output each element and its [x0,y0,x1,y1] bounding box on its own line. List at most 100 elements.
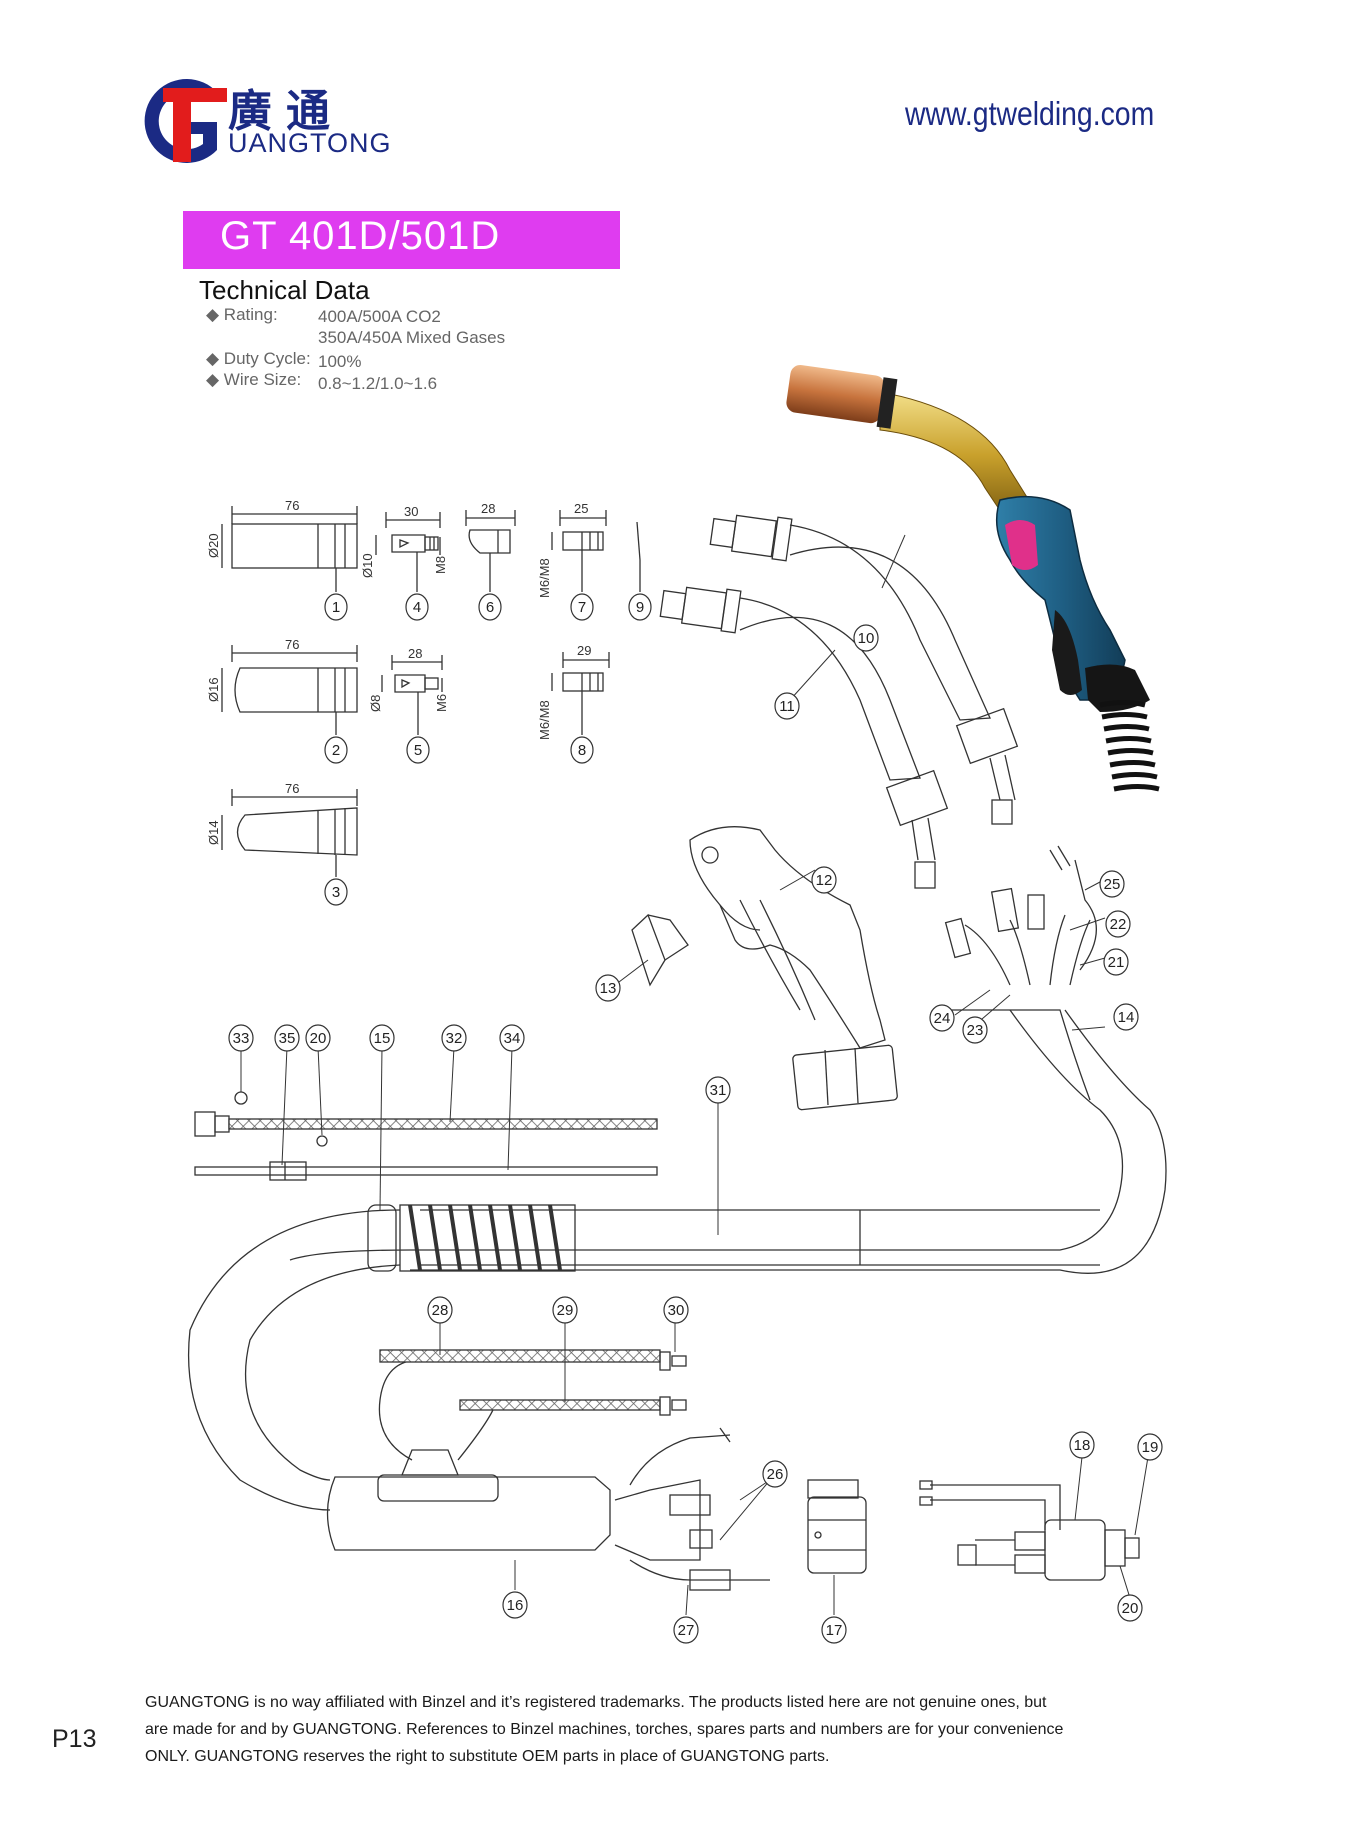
svg-text:27: 27 [678,1622,695,1639]
svg-text:4: 4 [413,599,421,616]
torch-photo [786,364,1160,792]
dim-part5-diameter: Ø8 [368,695,383,712]
rating-value-mixed: 350A/450A Mixed Gases [318,328,506,347]
main-hose-drawing [187,1009,1167,1511]
rating-label: ◆ Rating: [206,305,278,324]
callout-14: 14 [1113,1003,1139,1031]
callout-35: 35 [274,1024,300,1052]
callout-11: 11 [774,692,800,720]
disclaimer: GUANGTONG is no way affiliated with Binz… [145,1689,1235,1770]
o-ring-20-drawing [316,1135,328,1147]
product-title: GT 401D/501D [220,214,501,258]
disclaimer-line-3: ONLY. GUANGTONG reserves the right to su… [145,1748,830,1765]
callout-17: 17 [821,1616,847,1644]
part-1-nozzle-drawing [221,506,358,592]
central-connector-16-drawing [326,1349,770,1591]
page-number: P13 [52,1725,97,1753]
dim-part4-length: 30 [404,504,418,519]
svg-text:33: 33 [233,1030,250,1047]
callout-7: 7 [570,593,594,621]
callout-1: 1 [324,593,348,621]
svg-text:13: 13 [600,980,617,997]
dim-part3-length: 76 [285,781,299,796]
liner-34-drawing [194,1161,658,1181]
callout-29: 29 [552,1296,578,1324]
technical-data-heading: Technical Data [199,275,370,305]
o-ring-33-drawing [234,1091,248,1105]
wire-size-label: ◆ Wire Size: [206,370,302,389]
callout-6: 6 [478,593,502,621]
svg-text:7: 7 [578,599,586,616]
callout-21: 21 [1103,948,1129,976]
svg-text:34: 34 [504,1030,521,1047]
callout-22: 22 [1105,910,1131,938]
part-8-tip-drawing [551,652,610,735]
duty-cycle-value: 100% [318,352,362,371]
guangtong-logo [144,79,227,163]
dim-part8-thread: M6/M8 [537,700,552,740]
callout-23: 23 [962,1016,988,1044]
dim-part3-diameter: Ø14 [206,820,221,845]
dim-part4-diameter: Ø10 [360,553,375,578]
callout-3: 3 [324,878,348,906]
callout-12: 12 [811,866,837,894]
svg-text:12: 12 [816,872,833,889]
callout-15: 15 [369,1024,395,1052]
callout-20b: 20 [1117,1594,1143,1622]
dim-part7-length: 25 [574,501,588,516]
callout-33: 33 [228,1024,254,1052]
logo-english-name: UANGTONG [228,128,392,158]
callout-10: 10 [853,624,879,652]
callout-28: 28 [427,1296,453,1324]
rating-value-co2: 400A/500A CO2 [318,307,441,326]
svg-text:5: 5 [414,742,422,759]
svg-text:20: 20 [310,1030,327,1047]
callout-31: 31 [705,1076,731,1104]
cable-head-14-drawing [940,845,1097,1101]
callout-18: 18 [1069,1431,1095,1459]
part-6-adapter-drawing [465,510,516,592]
svg-text:18: 18 [1074,1437,1091,1454]
callout-16: 16 [502,1591,528,1619]
svg-text:3: 3 [332,884,340,901]
liner-32-drawing [194,1111,658,1137]
svg-text:25: 25 [1104,876,1121,893]
dim-part5-length: 28 [408,646,422,661]
dim-part2-length: 76 [285,637,299,652]
svg-text:21: 21 [1108,954,1125,971]
svg-text:31: 31 [710,1082,727,1099]
svg-text:6: 6 [486,599,494,616]
svg-text:15: 15 [374,1030,391,1047]
svg-text:35: 35 [279,1030,296,1047]
svg-text:14: 14 [1118,1009,1135,1026]
callout-30: 30 [663,1296,689,1324]
part-7-tip-drawing [551,510,607,592]
svg-text:2: 2 [332,742,340,759]
part-4-adapter-drawing [375,512,441,592]
svg-text:29: 29 [557,1302,574,1319]
callout-24: 24 [929,1004,955,1032]
website-url[interactable]: www.gtwelding.com [905,95,1155,132]
svg-text:1: 1 [332,599,340,616]
dim-part8-length: 29 [577,643,591,658]
dim-part4-thread: M8 [433,556,448,574]
svg-text:32: 32 [446,1030,463,1047]
svg-text:17: 17 [826,1622,843,1639]
part-5-adapter-drawing [381,655,443,735]
neck-11-drawing [659,586,949,889]
nut-17-drawing [807,1479,867,1574]
callout-13: 13 [595,974,621,1002]
svg-text:11: 11 [779,698,795,715]
product-title-bar [183,211,620,269]
svg-text:8: 8 [578,742,586,759]
trigger-13-drawing [631,913,689,987]
callout-26: 26 [762,1460,788,1488]
wire-size-value: 0.8~1.2/1.0~1.6 [318,374,438,393]
callout-4: 4 [405,593,429,621]
handle-12-drawing [689,826,898,1111]
svg-text:19: 19 [1142,1439,1159,1456]
dim-part2-diameter: Ø16 [206,677,221,702]
euro-connector-18-drawing [919,1480,1140,1581]
svg-text:23: 23 [967,1022,984,1039]
